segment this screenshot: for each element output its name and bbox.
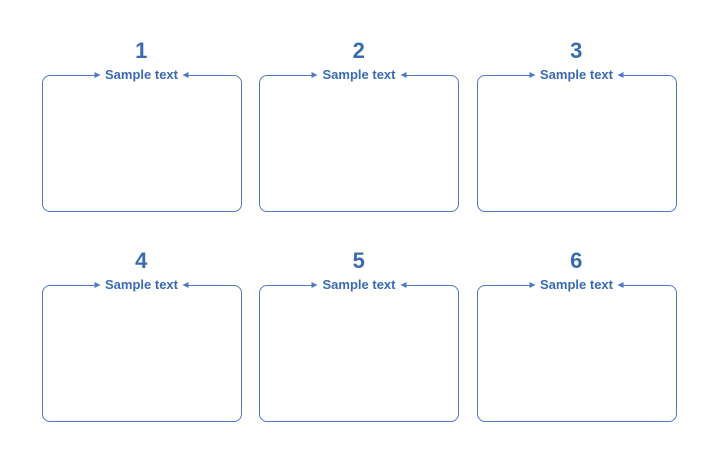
arrowhead-pointing-right-icon: [529, 72, 536, 78]
card-label-text: Sample text: [540, 67, 613, 82]
card-label-text: Sample text: [322, 277, 396, 292]
numbered-card-2: 2 Sample text: [259, 36, 459, 212]
card-frame: Sample text: [259, 67, 459, 212]
card-label: Sample text: [311, 67, 407, 83]
arrowhead-pointing-right-icon: [311, 72, 318, 78]
card-label-text: Sample text: [105, 277, 178, 292]
numbered-card-3: 3 Sample text: [476, 36, 677, 212]
numbered-card-4: 4 Sample text: [41, 246, 242, 422]
arrowhead-pointing-right-icon: [94, 72, 101, 78]
card-label: Sample text: [94, 277, 189, 293]
card-number: 3: [570, 38, 583, 63]
arrowhead-pointing-left-icon: [182, 72, 189, 78]
arrowhead-pointing-left-icon: [617, 72, 624, 78]
numbered-card-5: 5 Sample text: [259, 246, 459, 422]
card-number: 5: [352, 248, 366, 273]
card-grid: 1 Sample text 2 Sample text 3 Sample tex…: [41, 0, 677, 422]
card-frame: Sample text: [476, 67, 677, 212]
card-frame: Sample text: [41, 67, 242, 212]
card-number: 4: [135, 248, 148, 273]
card-label: Sample text: [311, 277, 407, 293]
arrowhead-pointing-left-icon: [400, 72, 407, 78]
arrowhead-pointing-left-icon: [182, 282, 189, 288]
card-label: Sample text: [529, 67, 624, 83]
card-frame: Sample text: [476, 277, 677, 422]
card-number: 6: [570, 248, 583, 273]
card-label: Sample text: [529, 277, 624, 293]
arrowhead-pointing-left-icon: [617, 282, 624, 288]
card-label-text: Sample text: [540, 277, 613, 292]
numbered-card-1: 1 Sample text: [41, 36, 242, 212]
arrowhead-pointing-right-icon: [311, 282, 318, 288]
card-frame: Sample text: [41, 277, 242, 422]
card-number: 1: [135, 38, 148, 63]
card-number: 2: [352, 38, 366, 63]
card-label-text: Sample text: [105, 67, 178, 82]
card-label-text: Sample text: [322, 67, 396, 82]
arrowhead-pointing-left-icon: [400, 282, 407, 288]
arrowhead-pointing-right-icon: [94, 282, 101, 288]
card-label: Sample text: [94, 67, 189, 83]
arrowhead-pointing-right-icon: [529, 282, 536, 288]
numbered-card-6: 6 Sample text: [476, 246, 677, 422]
card-frame: Sample text: [259, 277, 459, 422]
